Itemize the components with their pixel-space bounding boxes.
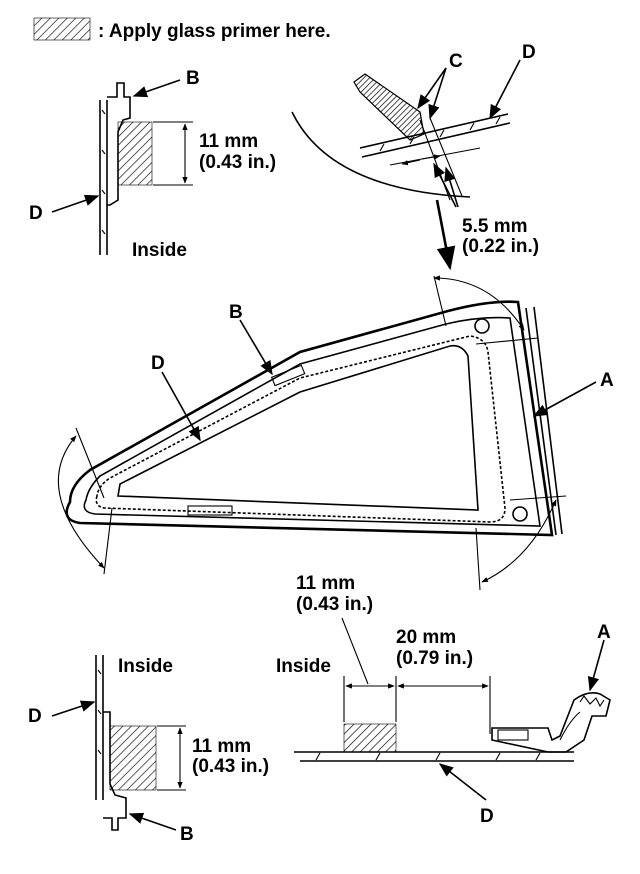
dim-11mm-bottom-left: 11 mm <box>192 736 251 757</box>
dim-022in: (0.22 in.) <box>462 236 539 257</box>
label-a-main: A <box>600 370 614 391</box>
dim-043in-bottom-left: (0.43 in.) <box>192 756 269 777</box>
molding-a-clip <box>497 729 529 741</box>
detail-top-right: C D 5.5 mm (0.22 in.) <box>291 42 539 271</box>
dim-043in-bottom-right: (0.43 in.) <box>296 594 373 615</box>
dim-11mm-top: 11 mm <box>199 131 258 152</box>
section-top-left: 11 mm (0.43 in.) B D Inside <box>29 68 276 261</box>
primer-area-bottom-right <box>343 723 397 753</box>
label-d-bottom-left: D <box>28 706 42 727</box>
label-d-main: D <box>151 353 165 374</box>
label-d-top-left: D <box>29 203 43 224</box>
label-a-bottom: A <box>597 622 611 643</box>
label-b-main: B <box>229 302 243 323</box>
label-d-bottom-right: D <box>480 806 494 827</box>
molding-a-profile <box>491 692 611 753</box>
dim-11mm-bottom-right: 11 mm <box>296 573 355 594</box>
label-inside-top: Inside <box>132 240 187 261</box>
mounting-hole-top <box>474 318 490 334</box>
label-c: C <box>449 51 463 72</box>
label-d-top-right: D <box>522 42 536 63</box>
legend-text: : Apply glass primer here. <box>98 21 331 42</box>
mounting-hole-bottom <box>512 506 528 522</box>
quarter-glass-main: B D A <box>57 275 614 591</box>
label-inside-bottom-left: Inside <box>118 656 173 677</box>
primer-area-bottom-left <box>109 725 157 791</box>
legend-hatch-swatch <box>33 17 91 41</box>
sealant-bead <box>353 73 425 141</box>
label-b-bottom: B <box>180 824 194 845</box>
legend: : Apply glass primer here. <box>33 17 331 42</box>
dim-20mm: 20 mm <box>396 627 456 648</box>
dim-079in: (0.79 in.) <box>396 648 473 669</box>
section-bottom-right: 11 mm (0.43 in.) 20 mm (0.79 in.) Inside… <box>276 573 611 827</box>
section-bottom-left: 11 mm (0.43 in.) Inside D B <box>28 655 269 845</box>
glass-tab-top <box>270 364 306 387</box>
label-b-top: B <box>186 68 200 89</box>
dim-55mm: 5.5 mm <box>462 216 527 237</box>
dim-043in-top: (0.43 in.) <box>199 152 276 173</box>
primer-area-top-left <box>117 121 153 186</box>
glass-outer-edge <box>65 300 554 537</box>
label-inside-bottom-right: Inside <box>276 656 331 677</box>
glass-tab-bottom <box>187 505 233 516</box>
